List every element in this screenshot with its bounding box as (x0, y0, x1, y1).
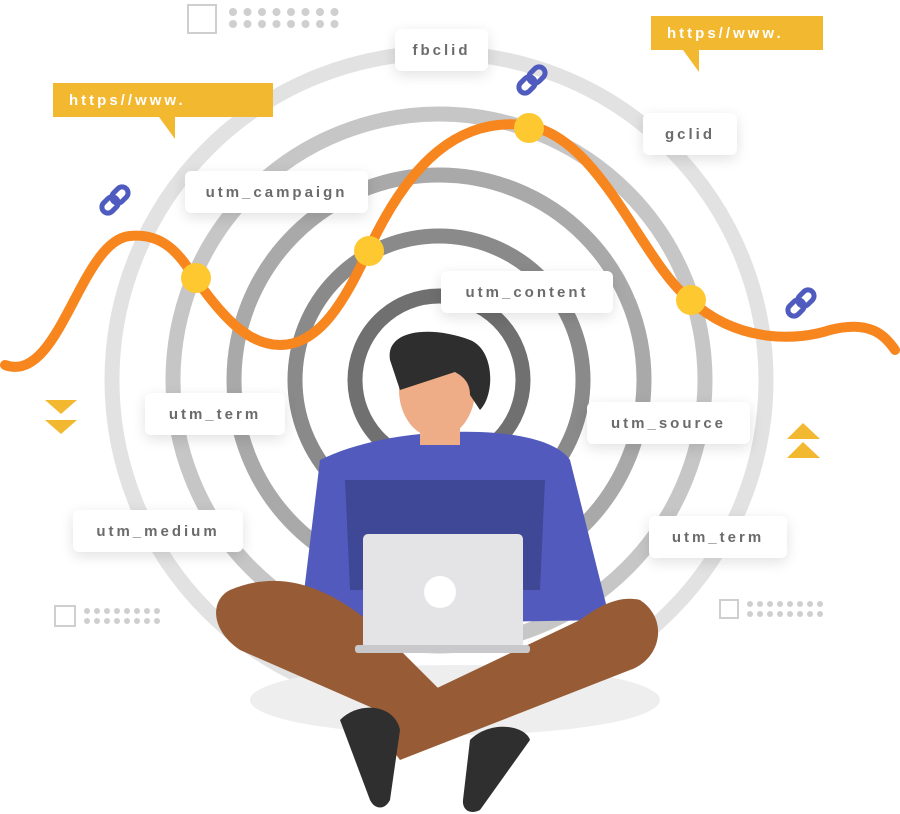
dot (747, 611, 753, 617)
dot (767, 601, 773, 607)
tag-gclid: gclid (643, 113, 737, 155)
dot (316, 8, 324, 16)
dot (287, 8, 295, 16)
dot (229, 20, 237, 28)
dot (124, 618, 130, 624)
tag-utm-campaign: utm_campaign (185, 171, 368, 213)
dot (817, 601, 823, 607)
dot (747, 601, 753, 607)
dot (134, 618, 140, 624)
dot (807, 611, 813, 617)
dot (154, 618, 160, 624)
dot (316, 20, 324, 28)
dot (84, 618, 90, 624)
dot (797, 601, 803, 607)
dot (272, 20, 281, 28)
dot (144, 608, 150, 614)
dot (330, 20, 339, 28)
dot (272, 8, 281, 16)
dot (243, 20, 252, 28)
dot (777, 611, 783, 617)
tag-fbclid: fbclid (395, 29, 488, 71)
dot (817, 611, 823, 617)
dot (84, 608, 90, 614)
dot (258, 20, 266, 28)
dot (124, 608, 130, 614)
curve-points (181, 113, 706, 315)
dot (787, 601, 793, 607)
dot (104, 608, 110, 614)
dot (787, 611, 793, 617)
dot (287, 20, 295, 28)
dot (757, 611, 763, 617)
dot (258, 8, 266, 16)
url-bubble: https//www. (53, 83, 273, 139)
dot (757, 601, 763, 607)
person-figure (216, 331, 660, 812)
dots-decoration (54, 4, 823, 627)
orange-wave-line (0, 119, 900, 372)
dot (144, 618, 150, 624)
tag-utm-medium: utm_medium (73, 510, 243, 552)
tag-utm-content: utm_content (441, 271, 613, 313)
link-icon (99, 64, 817, 319)
dot (767, 611, 773, 617)
dot (797, 611, 803, 617)
tag-utm-term-right: utm_term (649, 516, 787, 558)
arrow-icon (45, 400, 820, 458)
dot (301, 20, 310, 28)
dot (114, 618, 120, 624)
dot (154, 608, 160, 614)
dot (94, 608, 100, 614)
tag-utm-source: utm_source (587, 402, 750, 444)
dot (114, 608, 120, 614)
dot (777, 601, 783, 607)
dot (330, 8, 339, 16)
dot (229, 8, 237, 16)
dot (134, 608, 140, 614)
dot (104, 618, 110, 624)
url-bubble: https//www. (651, 16, 823, 72)
dot (301, 8, 310, 16)
dot (807, 601, 813, 607)
tag-utm-term: utm_term (145, 393, 285, 435)
dot (94, 618, 100, 624)
dot (243, 8, 252, 16)
